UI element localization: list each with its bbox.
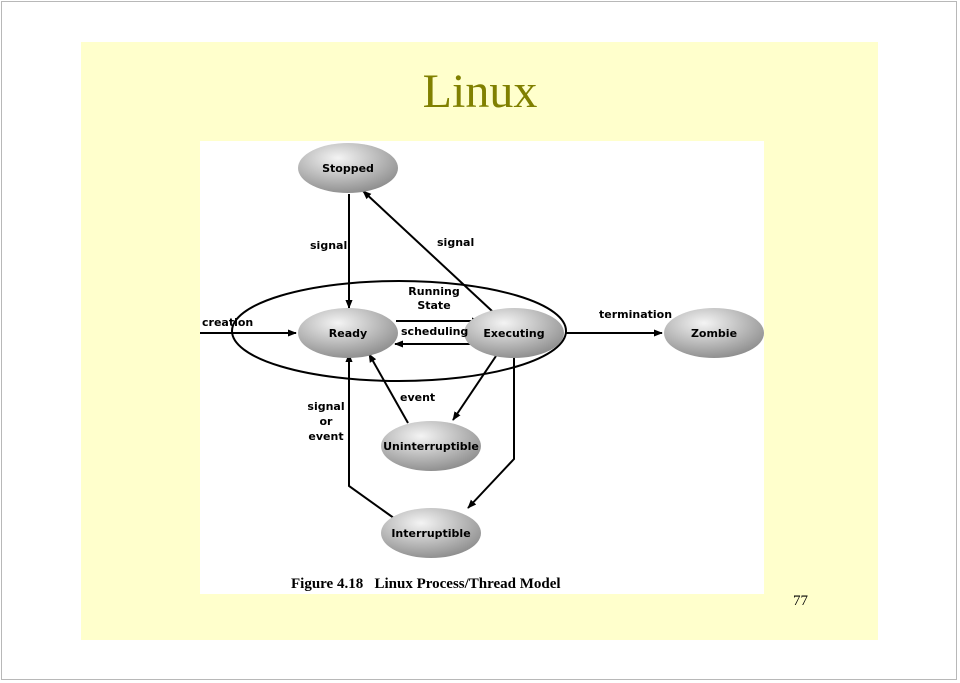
edge-executing-to-uninterruptible bbox=[452, 355, 497, 421]
edge-uninterruptible-to-ready bbox=[368, 353, 409, 424]
label-signal-or-event-line2: or bbox=[320, 415, 334, 428]
state-executing: Executing bbox=[464, 308, 564, 358]
label-signal-to-stopped: signal bbox=[437, 236, 474, 249]
label-scheduling: scheduling bbox=[401, 325, 468, 338]
label-signal-or-event-line3: event bbox=[308, 430, 343, 443]
state-uninterruptible-label: Uninterruptible bbox=[383, 440, 479, 453]
running-state-region bbox=[231, 280, 567, 382]
label-termination: termination bbox=[599, 308, 672, 321]
caption-title: Linux Process/Thread Model bbox=[374, 576, 561, 592]
running-state-label-line2: State bbox=[417, 299, 450, 312]
state-ready: Ready bbox=[298, 308, 398, 358]
label-event: event bbox=[400, 391, 435, 404]
edge-interruptible-to-ready bbox=[345, 353, 399, 522]
state-zombie: Zombie bbox=[664, 308, 764, 358]
edge-executing-to-stopped bbox=[362, 190, 493, 312]
figure-panel bbox=[200, 141, 764, 594]
edge-executing-to-interruptible bbox=[467, 356, 515, 509]
page-number: 77 bbox=[793, 593, 808, 609]
state-ready-label: Ready bbox=[329, 327, 367, 340]
state-uninterruptible: Uninterruptible bbox=[381, 421, 481, 471]
caption-number: Figure 4.18 bbox=[291, 576, 364, 592]
state-stopped-label: Stopped bbox=[322, 162, 374, 175]
figure-caption: Figure 4.18 Linux Process/Thread Model bbox=[291, 576, 561, 593]
slide-title: Linux bbox=[422, 65, 538, 118]
label-creation: creation bbox=[202, 316, 253, 329]
state-interruptible-label: Interruptible bbox=[391, 527, 470, 540]
state-interruptible: Interruptible bbox=[381, 508, 481, 558]
label-signal-or-event-line1: signal bbox=[307, 400, 344, 413]
state-executing-label: Executing bbox=[483, 327, 544, 340]
state-diagram: Stopped Ready Executing Zombie Uninterru… bbox=[200, 143, 764, 558]
running-state-label-line1: Running bbox=[408, 285, 459, 298]
label-signal-to-ready: signal bbox=[310, 239, 347, 252]
state-zombie-label: Zombie bbox=[691, 327, 737, 340]
state-stopped: Stopped bbox=[298, 143, 398, 193]
